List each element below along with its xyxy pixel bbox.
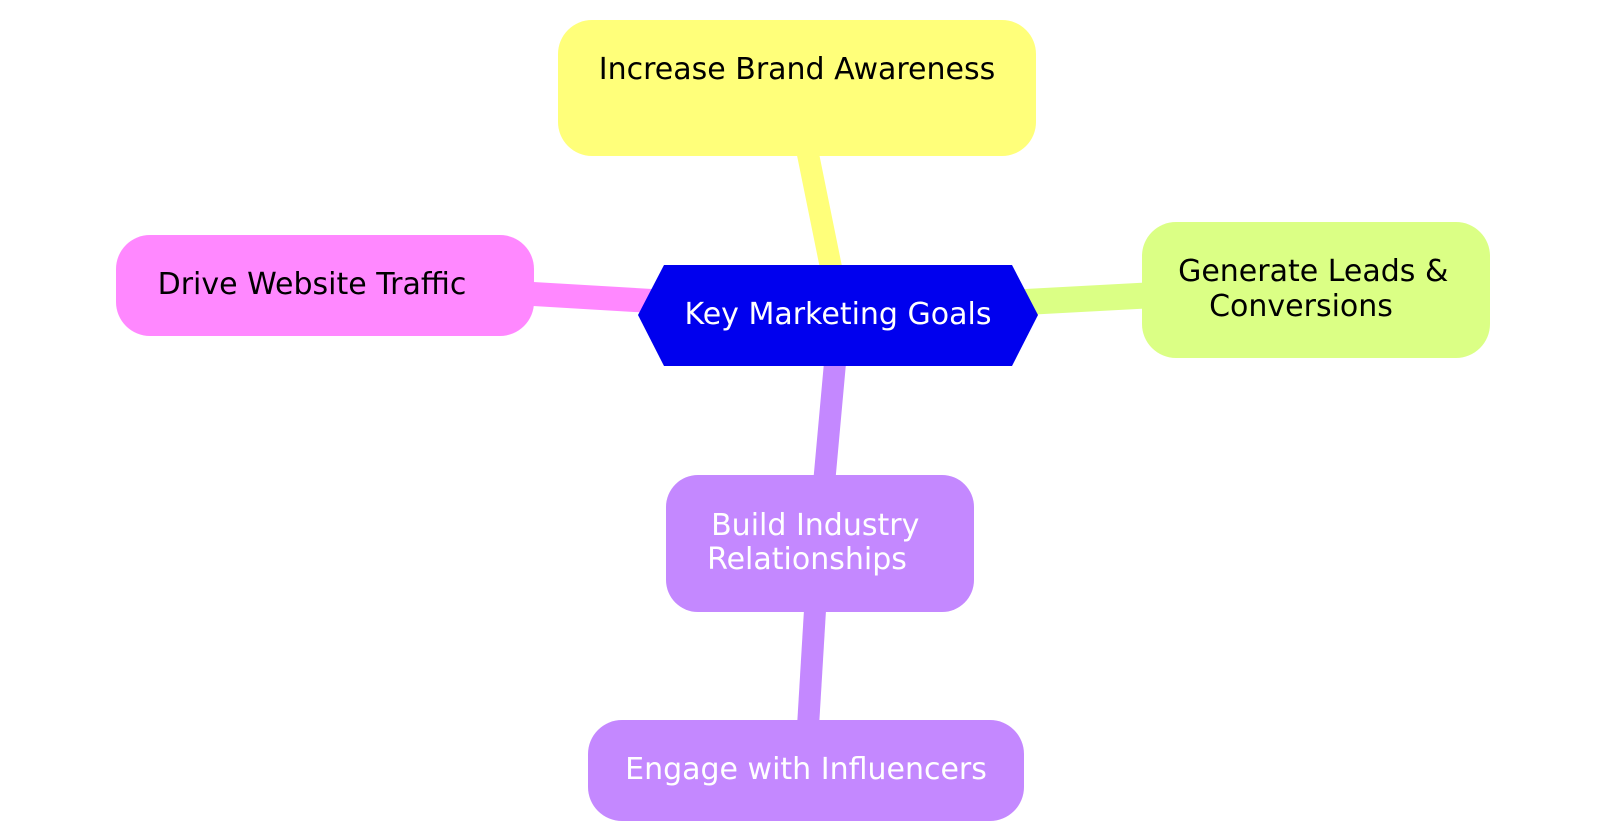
- node-label-line: Generate Leads &: [1178, 254, 1448, 289]
- node-label-line: Relationships: [707, 542, 907, 577]
- node-website-traffic-label: Drive Website Traffic: [158, 267, 467, 302]
- node-industry-relationships: Build Industry Relationships: [666, 475, 974, 612]
- node-label-line: Engage with Influencers: [625, 752, 987, 787]
- node-label-line: Build Industry: [711, 508, 919, 543]
- node-label-line: Conversions: [1209, 289, 1393, 324]
- root-node: Key Marketing Goals: [638, 265, 1038, 366]
- node-leads-conversions: Generate Leads & Conversions: [1142, 222, 1490, 358]
- node-brand-awareness: Increase Brand Awareness: [558, 20, 1036, 156]
- root-node-label: Key Marketing Goals: [685, 297, 992, 332]
- edges: [318, 99, 1263, 771]
- node-brand-awareness-label: Increase Brand Awareness: [599, 52, 995, 87]
- node-industry-relationships-label: Build Industry Relationships: [707, 508, 929, 577]
- node-influencers: Engage with Influencers: [588, 720, 1024, 821]
- node-label-line: Increase Brand Awareness: [599, 52, 995, 87]
- node-label-line: Drive Website Traffic: [158, 267, 467, 302]
- node-influencers-label: Engage with Influencers: [625, 752, 987, 787]
- node-leads-conversions-label: Generate Leads & Conversions: [1178, 254, 1458, 324]
- node-website-traffic: Drive Website Traffic: [116, 235, 534, 336]
